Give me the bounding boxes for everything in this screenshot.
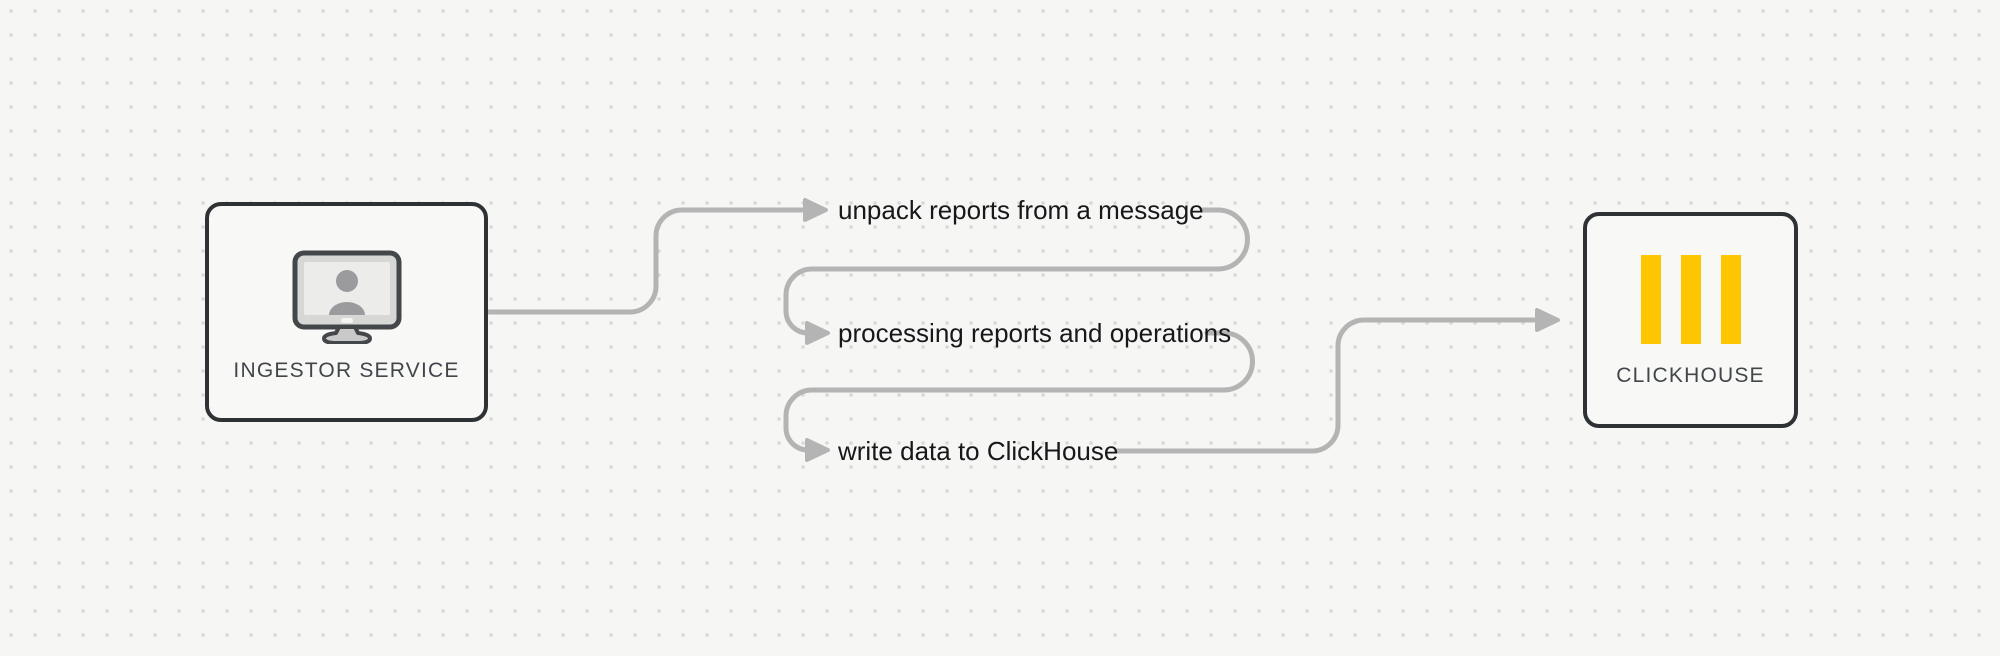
step-label-write: write data to ClickHouse [838,436,1119,466]
node-clickhouse: CLICKHOUSE [1583,212,1798,428]
step-label-unpack: unpack reports from a message [838,195,1204,225]
arrowhead-step3-icon [805,438,830,462]
clickhouse-bars-icon [1640,254,1741,344]
connector-step3-to-clickhouse [1114,317,1537,454]
arrowheads [803,198,1560,462]
arrowhead-clickhouse-icon [1535,308,1560,332]
node-ingestor-service: INGESTOR SERVICE [205,202,488,422]
connector-step1-to-step2 [783,207,1250,336]
connector-lines [486,207,1537,454]
node-label-ingestor: INGESTOR SERVICE [233,358,460,382]
connector-step2-to-step3 [783,330,1255,453]
arrowhead-step2-icon [805,321,830,345]
connector-ingestor-to-step1 [486,207,805,315]
node-label-clickhouse: CLICKHOUSE [1616,363,1765,387]
step-label-processing: processing reports and operations [838,318,1232,348]
monitor-user-icon [292,250,401,344]
arrowhead-step1-icon [803,198,828,222]
